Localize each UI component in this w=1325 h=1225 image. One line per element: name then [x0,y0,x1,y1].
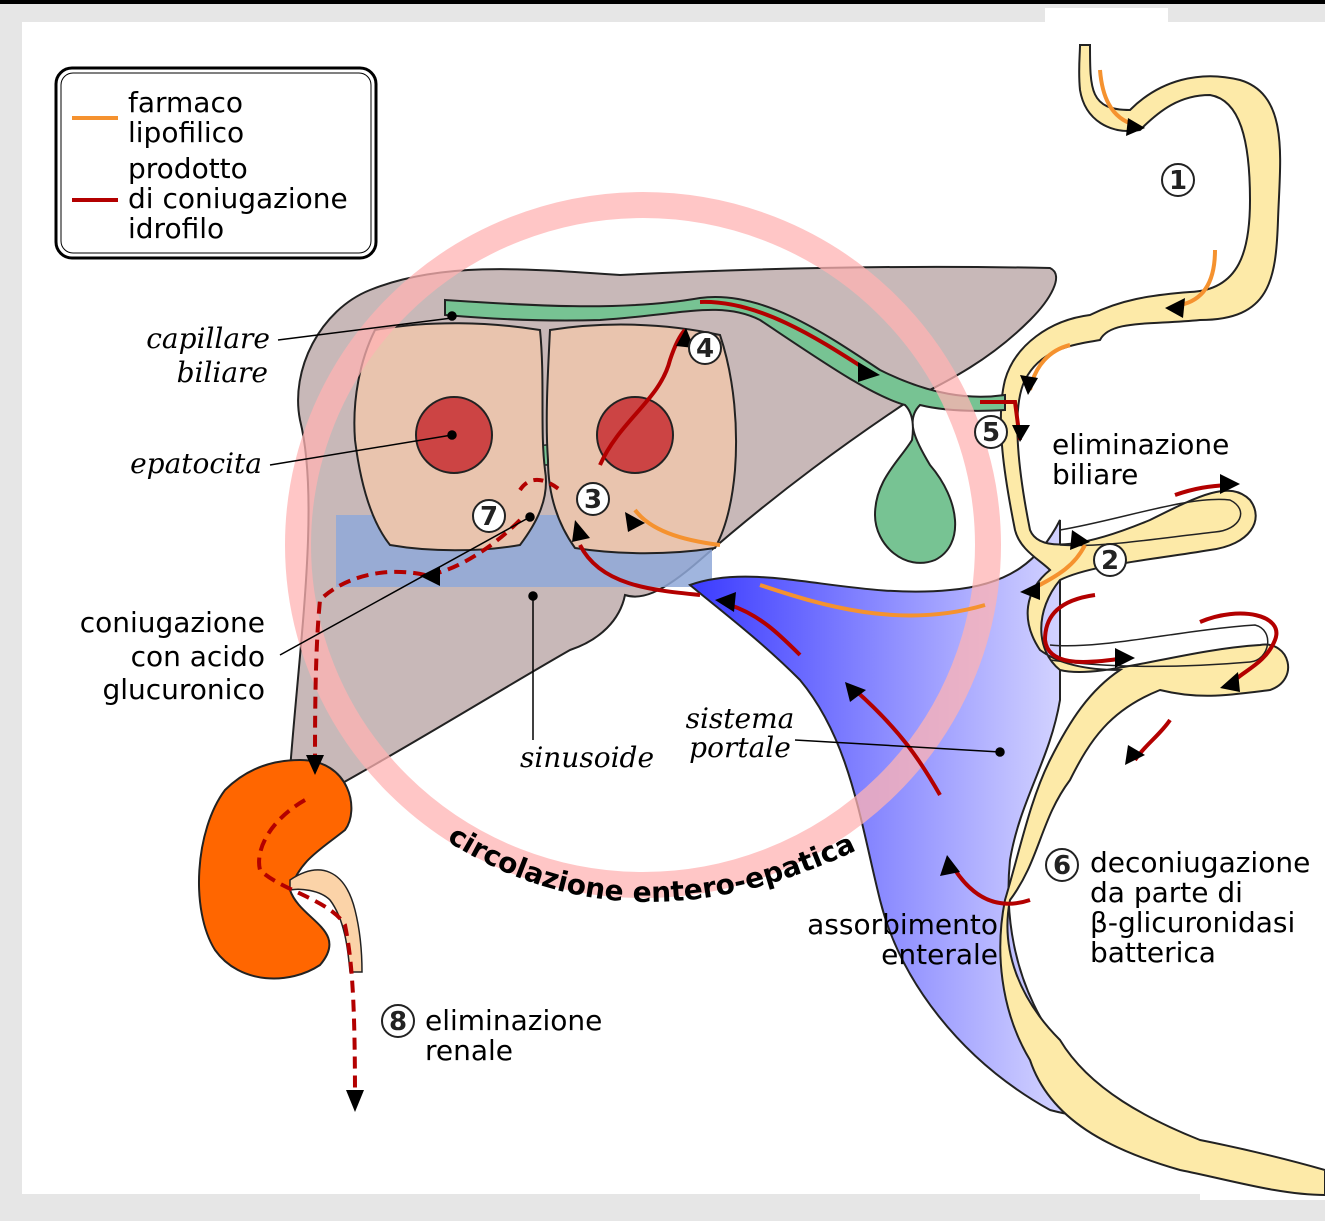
label-coniugazione-2: con acido [131,640,265,673]
step-7: 7 [473,500,505,532]
step-6: 6 [1046,849,1078,881]
legend-hydrophilic-text-3: idrofilo [128,212,224,245]
label-elim-renale-1: eliminazione [425,1004,602,1037]
label-coniugazione-3: glucuronico [102,673,265,706]
step-3: 3 [577,483,609,515]
label-capillare-1: capillare [146,322,270,355]
label-elim-renale-2: renale [425,1034,513,1067]
label-assorb-2: enterale [881,938,998,971]
step-2: 2 [1094,544,1126,576]
legend-box: farmaco lipofilico prodotto di coniugazi… [56,68,376,258]
step-5: 5 [975,416,1007,448]
label-deconiug-4: batterica [1090,936,1216,969]
label-deconiug-2: da parte di [1090,876,1243,909]
label-sistema-2: portale [689,731,791,764]
step-1: 1 [1162,164,1194,196]
svg-text:2: 2 [1101,546,1119,576]
svg-text:8: 8 [389,1007,407,1037]
svg-text:3: 3 [584,485,602,515]
nucleus-right [597,397,673,473]
svg-text:7: 7 [480,502,498,532]
label-sinusoide: sinusoide [520,741,654,774]
label-coniugazione-1: coniugazione [80,606,265,639]
step-8: 8 [382,1005,414,1037]
svg-text:5: 5 [982,418,1000,448]
legend-lipophilic-text-2: lipofilico [128,116,244,149]
label-capillare-2: biliare [177,356,268,389]
label-deconiug-3: β-glicuronidasi [1090,906,1295,939]
svg-text:6: 6 [1053,851,1071,881]
step-4: 4 [689,332,721,364]
legend-hydrophilic-text-1: prodotto [128,152,248,185]
legend-lipophilic-text-1: farmaco [128,86,243,119]
label-deconiug-1: deconiugazione [1090,846,1310,879]
legend-hydrophilic-text-2: di coniugazione [128,182,348,215]
label-assorb-1: assorbimento [807,908,998,941]
label-elim-biliare-1: eliminazione [1052,428,1229,461]
svg-text:4: 4 [696,334,714,364]
label-elim-biliare-2: biliare [1052,458,1138,491]
svg-text:1: 1 [1169,166,1187,196]
label-epatocita: epatocita [130,447,262,480]
